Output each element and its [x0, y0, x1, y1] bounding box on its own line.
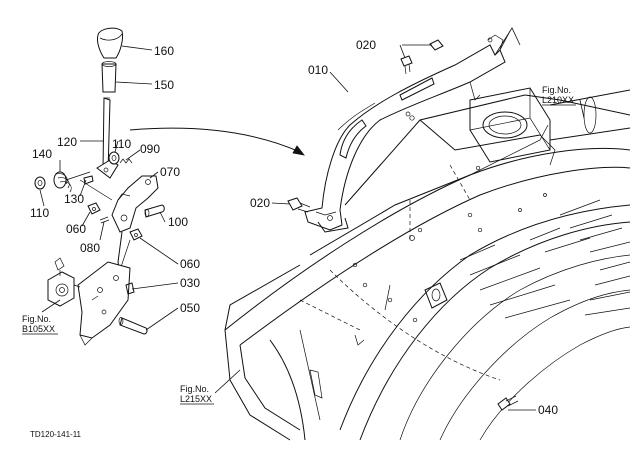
assembly-arrow — [129, 127, 305, 156]
label-010: 010 — [308, 63, 328, 77]
lower-plate-030 — [77, 261, 135, 346]
label-060-lower: 060 — [180, 257, 200, 271]
bolt-020-upper — [400, 39, 444, 75]
label-140: 140 — [32, 147, 52, 161]
fender-bracket-010 — [304, 27, 521, 233]
lever-assembly — [34, 27, 165, 346]
label-160: 160 — [154, 44, 174, 58]
fig-ref-b105-code: B105XX — [22, 324, 55, 334]
drawing-code: TD120-141-11 — [30, 430, 82, 439]
figure-references: Fig.No. B105XX Fig.No. L210XX Fig.No. L2… — [22, 85, 576, 405]
leader-lines — [39, 44, 585, 411]
label-130: 130 — [64, 192, 84, 206]
bolt-020-lower — [287, 197, 311, 213]
label-040: 040 — [538, 403, 558, 417]
label-080: 080 — [80, 241, 100, 255]
label-030: 030 — [180, 276, 200, 290]
label-050: 050 — [180, 301, 200, 315]
label-020-upper: 020 — [356, 38, 376, 52]
lever-plate-070 — [111, 175, 159, 233]
label-150: 150 — [154, 78, 174, 92]
fig-ref-b105-title: Fig.No. — [22, 314, 51, 324]
label-100: 100 — [168, 215, 188, 229]
fender-body — [224, 87, 630, 441]
label-060-upper: 060 — [66, 222, 86, 236]
label-090: 090 — [140, 142, 160, 156]
label-120: 120 — [57, 135, 77, 149]
label-070: 070 — [160, 165, 180, 179]
fig-ref-l215-code: L215XX — [180, 394, 212, 404]
label-110-lower: 110 — [30, 206, 49, 220]
fig-ref-l210-code: L210XX — [542, 95, 574, 105]
fig-ref-l215-title: Fig.No. — [180, 384, 209, 394]
part-number-labels: 160 150 120 110 090 140 070 130 110 060 … — [30, 38, 558, 417]
label-110-upper: 110 — [112, 137, 131, 151]
label-020-lower: 020 — [250, 196, 270, 210]
switch-mechanism — [47, 257, 81, 307]
fig-ref-l210-title: Fig.No. — [542, 85, 571, 95]
